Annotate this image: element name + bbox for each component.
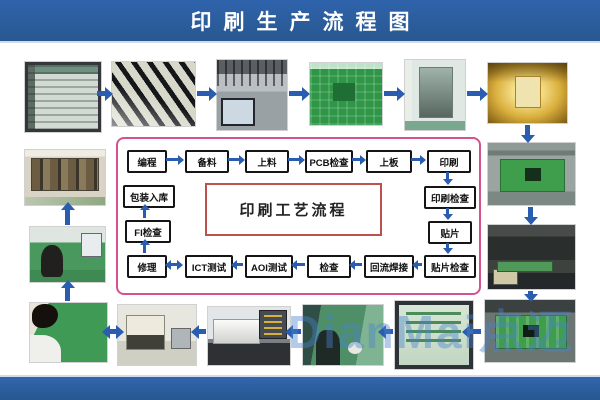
flow-arrow-left-4 [237,263,243,266]
photo-pcb-board [310,63,382,125]
photo-ict-test-machine [118,305,196,365]
flow-step-repair: 修理 [127,255,167,278]
flow-step-loading: 上料 [245,150,289,173]
photo-arrow-left-3 [293,329,301,334]
flow-arrow-down-3 [446,243,449,248]
title-bar: 印刷生产流程图 [0,0,600,43]
photo-programming-screen [25,62,101,132]
page-title: 印刷生产流程图 [190,9,422,34]
photo-arrow-right-5 [467,91,480,96]
flow-arrow-right-4 [352,158,360,161]
photo-placement-inspection-machine [485,300,575,362]
flowchart-center-box: 印刷工艺流程 [205,183,382,236]
photo-arrow-down-1 [525,125,530,135]
photo-arrow-right-3 [289,91,302,96]
bottom-bar [0,375,600,400]
photo-arrow-down-2 [528,207,533,217]
photo-aoi-monitor [395,301,473,369]
photo-printing-machine [488,63,567,123]
flow-step-inspection: 检查 [307,255,351,278]
photo-smt-placement-machine [488,225,575,289]
photo-warehouse-racks [25,150,105,205]
flow-arrow-down-2 [446,208,449,214]
photo-print-inspection-machine [488,143,575,205]
photo-reflow-soldering-worker [303,305,383,365]
flow-step-board-loading: 上板 [366,150,412,173]
photo-feeder-loading [217,60,287,130]
photo-material-feeders [112,62,195,126]
flow-arrow-up-1 [143,245,146,253]
flow-arrow-left-1 [418,263,422,266]
flow-step-aoi-test: AOI测试 [245,255,293,278]
photo-final-inspection-station [30,227,105,282]
photo-arrow-right-2 [197,91,209,96]
photo-arrow-left-4 [199,329,206,334]
flow-step-placement-inspection: 贴片检查 [424,255,476,278]
flowchart-center-label: 印刷工艺流程 [239,203,348,219]
flow-step-placement: 贴片 [428,221,472,244]
flow-step-programming: 编程 [127,150,167,173]
flow-arrow-left-2 [355,263,362,266]
flow-arrow-right-1 [166,158,178,161]
photo-arrow-left-2 [386,329,393,334]
flow-arrow-left-3 [297,263,305,266]
flow-arrow-down-1 [446,172,449,179]
flow-step-ict-test: ICT测试 [185,255,233,278]
flow-step-pcb-inspection: PCB检查 [305,150,353,173]
flow-step-reflow: 回流焊接 [364,255,414,278]
photo-arrow-up-2 [65,210,70,225]
photo-arrow-right-4 [384,91,397,96]
flow-step-printing: 印刷 [427,150,471,173]
photo-repair-station [30,303,107,362]
flow-arrow-up-2 [143,210,146,218]
photo-arrow-double-1 [110,329,116,334]
photo-arrow-up-1 [65,288,70,301]
flow-step-material-prep: 备料 [185,150,229,173]
flow-arrow-right-5 [411,158,420,161]
photo-aoi-test-machine [208,307,290,365]
photo-arrow-right-1 [97,91,105,96]
flow-arrow-double-repair-ict [171,263,177,266]
photo-arrow-down-3 [528,291,533,294]
flow-arrow-right-2 [228,158,239,161]
photo-arrow-left-1 [470,329,481,334]
flow-arrow-right-3 [288,158,299,161]
photo-board-loader [405,60,465,130]
flow-step-print-inspection: 印刷检查 [424,186,476,209]
